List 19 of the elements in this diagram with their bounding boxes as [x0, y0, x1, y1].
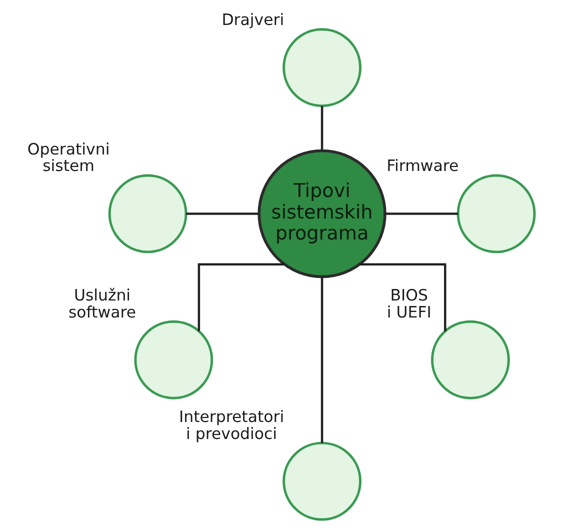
node-label: BIOS i UEFI [386, 286, 432, 322]
node-label: Operativni sistem [27, 139, 110, 176]
connector [198, 263, 284, 332]
node-label: Interpretatori i prevodioci [178, 406, 284, 443]
node-circle [456, 174, 536, 254]
connector [385, 212, 458, 215]
node-label: Uslužni software [68, 286, 136, 322]
node-circle [430, 320, 510, 400]
node-circle [108, 174, 188, 254]
node-label: Drajveri [222, 10, 284, 30]
node-label: Firmware [386, 156, 459, 176]
node-circle [134, 320, 214, 400]
connector [320, 276, 324, 444]
node-circle [282, 442, 362, 521]
node-circle: Tipovi sistemskih programa [258, 149, 386, 278]
node-circle [282, 28, 362, 108]
connector [360, 263, 446, 332]
connector [186, 212, 259, 215]
connector [320, 106, 324, 151]
